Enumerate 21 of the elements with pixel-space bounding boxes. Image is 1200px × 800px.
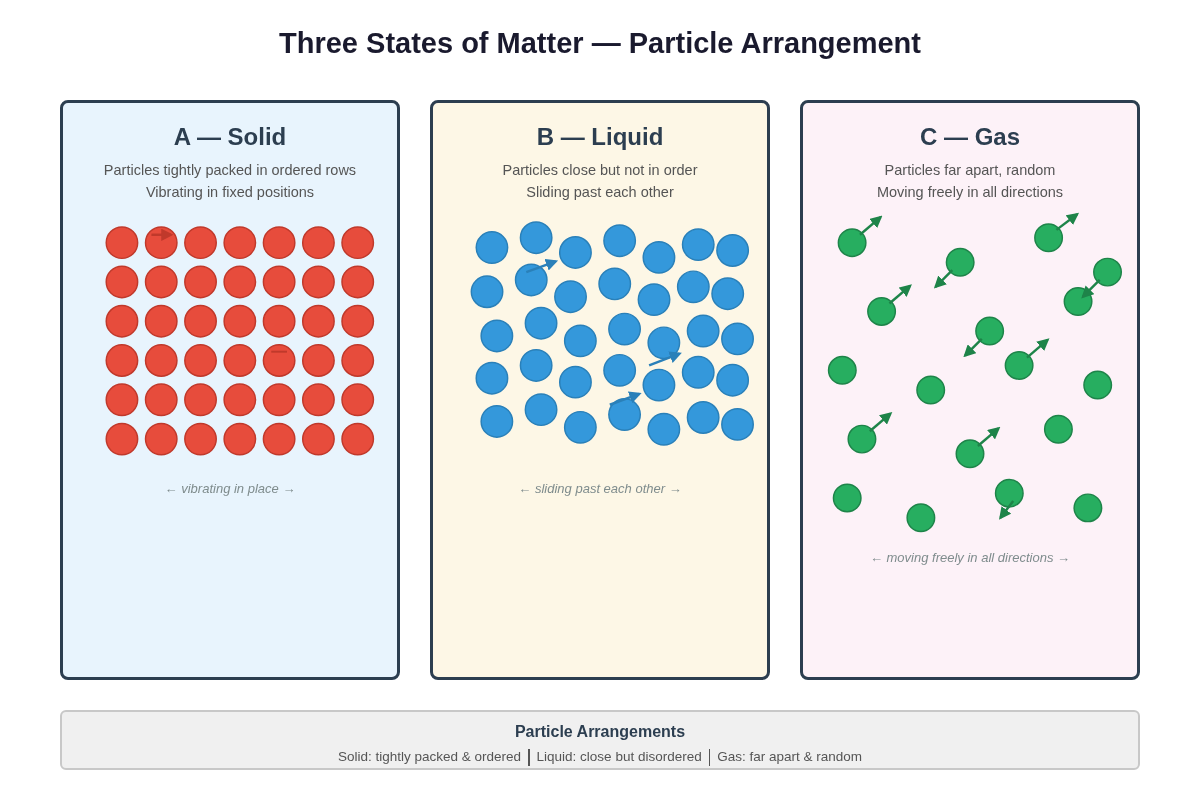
panel-heading: A — Solid [173, 122, 287, 152]
summary-item: Solid: tightly packed & ordered [337, 748, 522, 766]
summary-item: Gas: far apart & random [717, 748, 862, 766]
panel-heading: C — Gas [920, 122, 1020, 152]
summary-item: Liquid: close but disordered [536, 748, 702, 766]
summary-heading: Particle Arrangements [514, 722, 686, 742]
motion-caption: ← moving freely in all directions → [868, 549, 1072, 567]
motion-caption: ← vibrating in place → [163, 480, 297, 498]
panel-description: Moving freely in all directions [876, 183, 1064, 202]
panel-description: Particles far apart, random [884, 161, 1056, 180]
panel-description: Particles tightly packed in ordered rows [103, 161, 357, 180]
panel-description: Vibrating in fixed positions [145, 183, 315, 202]
panel-description: Sliding past each other [526, 183, 674, 202]
panel-heading: B — Liquid [536, 122, 664, 152]
panel-description: Particles close but not in order [502, 161, 698, 180]
state-panel [60, 100, 400, 680]
diagram-title: Three States of Matter — Particle Arrangement [278, 26, 922, 61]
state-panel [800, 100, 1140, 680]
state-panel [430, 100, 770, 680]
motion-caption: ← sliding past each other → [517, 480, 683, 498]
summary-box [60, 710, 1140, 770]
